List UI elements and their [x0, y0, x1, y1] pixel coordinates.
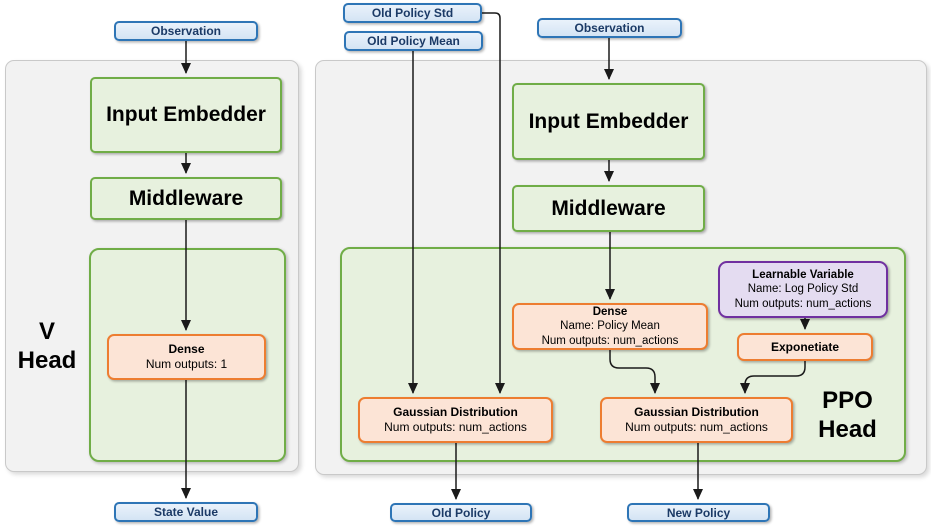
dense-outputs-right: Num outputs: num_actions	[541, 334, 679, 347]
dense-outputs-left: Num outputs: 1	[145, 357, 228, 371]
old-policy-node: Old Policy	[390, 503, 532, 522]
gaussian-old-title: Gaussian Distribution	[393, 405, 518, 419]
middleware-node-left: Middleware	[90, 177, 282, 220]
old-policy-mean-node: Old Policy Mean	[344, 31, 483, 51]
gaussian-distribution-new-node: Gaussian Distribution Num outputs: num_a…	[600, 397, 793, 443]
observation-node-left: Observation	[114, 21, 258, 41]
gaussian-new-outputs: Num outputs: num_actions	[625, 420, 768, 434]
ppo-head-label: PPO Head	[805, 386, 890, 444]
learnable-variable-name: Name: Log Policy Std	[747, 283, 859, 296]
learnable-variable-node: Learnable Variable Name: Log Policy Std …	[718, 261, 888, 318]
dense-title-right: Dense	[592, 305, 628, 318]
gaussian-distribution-old-node: Gaussian Distribution Num outputs: num_a…	[358, 397, 553, 443]
state-value-label: State Value	[153, 505, 219, 519]
ppo-head-label-line1: PPO	[822, 387, 873, 414]
input-embedder-node-right: Input Embedder	[512, 83, 705, 160]
exponetiate-label: Exponetiate	[770, 339, 839, 354]
middleware-node-right: Middleware	[512, 185, 705, 232]
input-embedder-label-left: Input Embedder	[106, 103, 266, 126]
dense-node-right: Dense Name: Policy Mean Num outputs: num…	[512, 303, 708, 350]
dense-node-left: Dense Num outputs: 1	[107, 334, 266, 380]
exponetiate-node: Exponetiate	[737, 333, 873, 361]
v-head-label: V Head	[8, 317, 86, 375]
observation-label-right: Observation	[574, 21, 645, 35]
v-head-label-line1: V	[38, 318, 55, 345]
learnable-variable-outputs: Num outputs: num_actions	[734, 297, 872, 310]
new-policy-node: New Policy	[627, 503, 770, 522]
dense-title-left: Dense	[168, 342, 205, 356]
gaussian-old-outputs: Num outputs: num_actions	[384, 420, 527, 434]
input-embedder-node-left: Input Embedder	[90, 77, 282, 153]
middleware-label-right: Middleware	[551, 196, 666, 220]
state-value-node: State Value	[114, 502, 258, 522]
old-policy-label: Old Policy	[431, 505, 491, 520]
input-embedder-label-right: Input Embedder	[528, 109, 689, 133]
new-policy-label: New Policy	[666, 505, 731, 520]
old-policy-std-node: Old Policy Std	[343, 3, 482, 23]
old-policy-mean-label: Old Policy Mean	[367, 34, 460, 48]
ppo-head-label-line2: Head	[818, 416, 877, 443]
dense-name-right: Name: Policy Mean	[560, 320, 660, 333]
observation-node-right: Observation	[537, 18, 682, 38]
v-head-label-line2: Head	[17, 347, 77, 374]
gaussian-new-title: Gaussian Distribution	[634, 405, 759, 419]
old-policy-std-label: Old Policy Std	[371, 6, 454, 20]
learnable-variable-title: Learnable Variable	[752, 268, 854, 281]
observation-label-left: Observation	[150, 24, 222, 38]
middleware-label-left: Middleware	[128, 186, 244, 210]
